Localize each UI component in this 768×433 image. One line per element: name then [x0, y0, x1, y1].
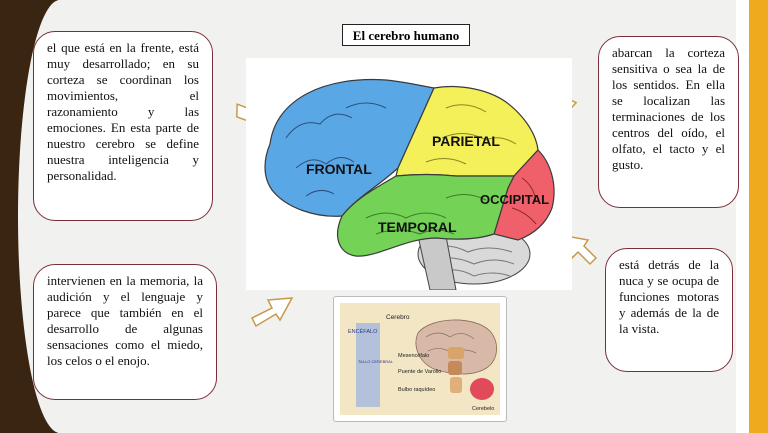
parietal-description-text: abarcan la corteza sensitiva o sea la de…: [612, 45, 725, 172]
frontal-description-text: el que está en la frente, está muy desar…: [47, 40, 199, 183]
inset-label-cerebelo: Cerebelo: [472, 406, 494, 412]
right-accent-stripe: [749, 0, 768, 433]
temporal-description-card: intervienen en la memoria, la audición y…: [33, 264, 217, 400]
occipital-description-card: está detrás de la nuca y se ocupa de fun…: [605, 248, 733, 372]
slide-title: El cerebro humano: [342, 24, 470, 46]
inset-label-tallo: TALLO CEREBRAL: [358, 359, 394, 364]
occipital-label: OCCIPITAL: [480, 192, 549, 207]
frontal-label: FRONTAL: [306, 161, 372, 177]
arrow-to-occipital-icon: [564, 235, 598, 266]
inset-label-encefalo: ENCÉFALO: [348, 328, 378, 335]
arrow-to-temporal-icon: [250, 297, 294, 328]
occipital-lobe-shape: [493, 149, 555, 241]
right-decor-white: [736, 0, 749, 433]
frontal-lobe-shape: [264, 78, 435, 217]
encephalon-inset-diagram: Cerebro ENCÉFALO TALLO CEREBRAL Mesencéf…: [333, 296, 507, 422]
occipital-description-text: está detrás de la nuca y se ocupa de fun…: [619, 257, 719, 336]
parietal-description-card: abarcan la corteza sensitiva o sea la de…: [598, 36, 739, 208]
parietal-label: PARIETAL: [432, 133, 500, 149]
inset-label-mesencefalo: Mesencéfalo: [398, 353, 429, 359]
frontal-description-card: el que está en la frente, está muy desar…: [33, 31, 213, 221]
inset-label-bulbo: Bulbo raquídeo: [398, 387, 435, 393]
temporal-label: TEMPORAL: [378, 219, 457, 235]
brain-illustration: FRONTAL PARIETAL OCCIPITAL TEMPORAL: [246, 58, 572, 291]
temporal-description-text: intervienen en la memoria, la audición y…: [47, 273, 203, 368]
inset-label-cerebro: Cerebro: [386, 314, 410, 321]
inset-label-puente: Puente de Varolio: [398, 369, 441, 375]
